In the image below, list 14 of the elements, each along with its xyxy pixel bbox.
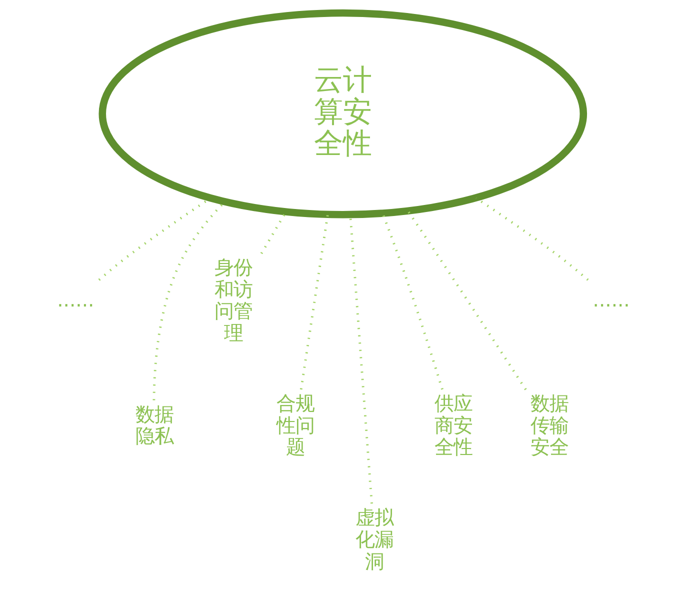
node-text: 数据传输安全: [530, 392, 568, 459]
node-text: 合规性问题: [276, 392, 314, 459]
connector: [406, 210, 526, 390]
node-text: ......: [56, 288, 94, 312]
connector: [260, 211, 286, 254]
node-text: 供应商安全性: [434, 392, 472, 459]
connector: [381, 213, 443, 390]
node-text: 虚拟化漏洞: [354, 506, 393, 573]
node-ellipse: 云计算安全性: [98, 9, 587, 218]
node-text: 身份和访问管理: [214, 256, 252, 344]
node-text: 数据隐私: [135, 402, 174, 448]
connector: [299, 214, 328, 390]
connector: [152, 201, 225, 400]
node-text: ......: [592, 288, 630, 312]
